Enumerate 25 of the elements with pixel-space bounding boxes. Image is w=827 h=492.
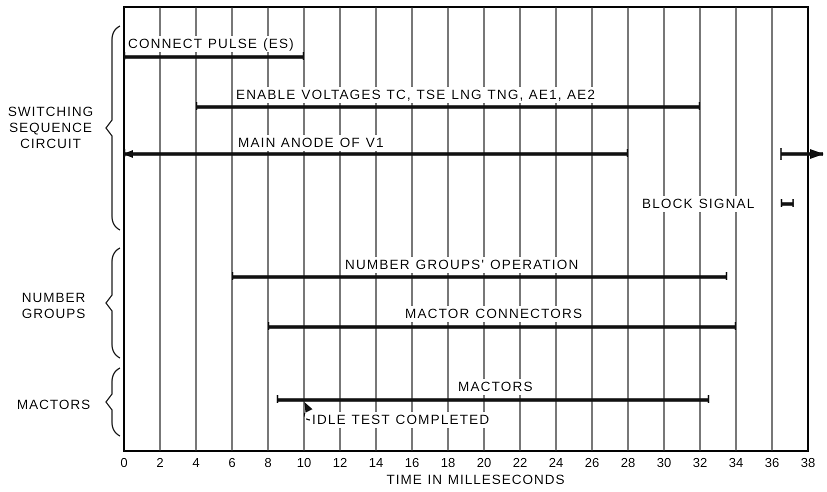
- axis-tick-label: 28: [620, 455, 636, 470]
- group-label: NUMBER GROUPS: [20, 290, 88, 322]
- axis-tick-label: 14: [368, 455, 384, 470]
- axis-tick-label: 22: [512, 455, 528, 470]
- axis-tick-label: 18: [440, 455, 456, 470]
- axis-tick-label: 20: [476, 455, 492, 470]
- axis-tick-label: 2: [155, 455, 165, 470]
- axis-tick-label: 34: [728, 455, 744, 470]
- axis-tick-label: 26: [584, 455, 600, 470]
- leader-line: [304, 402, 312, 421]
- axis-tick-label: 30: [656, 455, 672, 470]
- axis-tick-label: 24: [548, 455, 564, 470]
- axis-tick-label: 0: [119, 455, 129, 470]
- axis-title: TIME IN MILLESECONDS: [385, 472, 567, 488]
- axis-tick-label: 4: [191, 455, 201, 470]
- axis-tick-label: 16: [404, 455, 420, 470]
- axis-tick-label: 32: [692, 455, 708, 470]
- group-label: MACTORS: [16, 397, 92, 413]
- axis-tick-label: 36: [764, 455, 780, 470]
- axis-tick-label: 10: [296, 455, 312, 470]
- axis-tick-label: 38: [800, 455, 816, 470]
- axis-tick-label: 6: [227, 455, 237, 470]
- group-label: SWITCHING SEQUENCE CIRCUIT: [6, 104, 96, 152]
- axis-tick-label: 12: [332, 455, 348, 470]
- axis-tick-label: 8: [263, 455, 273, 470]
